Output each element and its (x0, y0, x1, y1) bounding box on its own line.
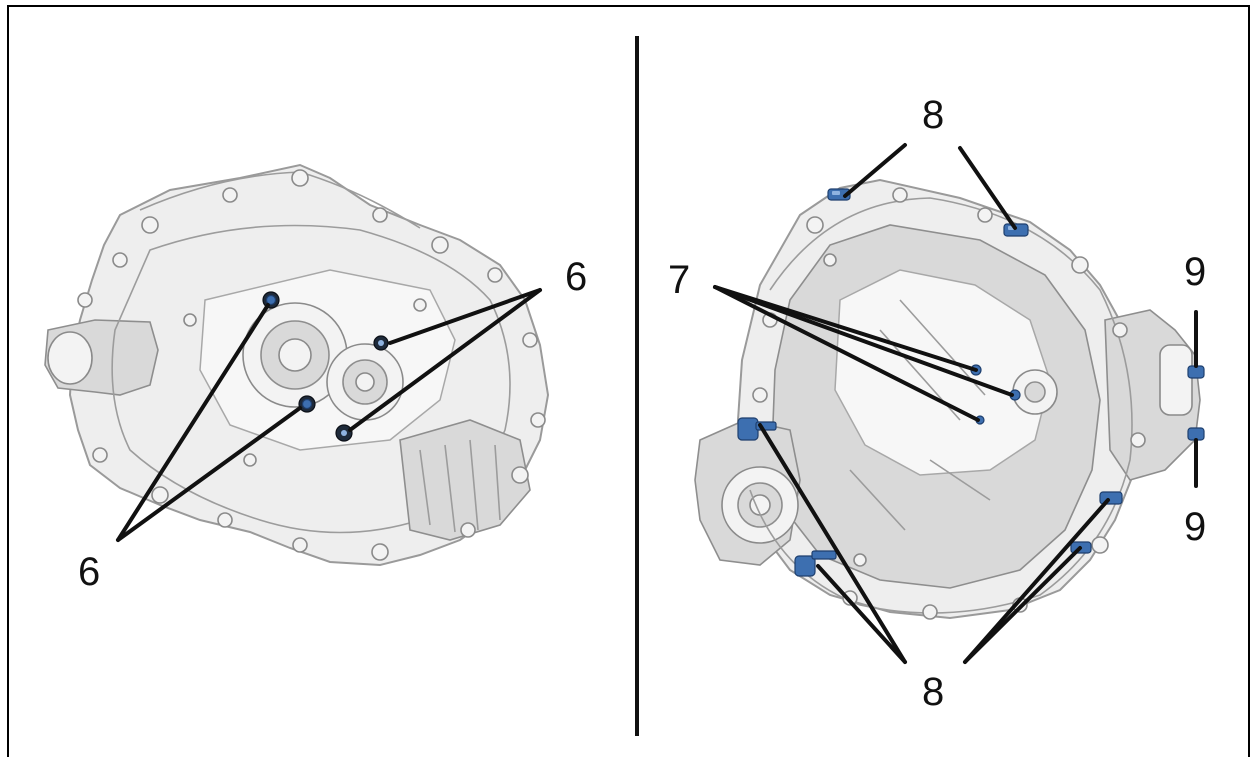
label-9-bottom: 9 (1184, 505, 1206, 549)
bolt-6-upper-right (373, 335, 389, 351)
left-lower-casing (399, 419, 531, 541)
right-actuator-cylinder (1159, 344, 1193, 416)
left-leader-lines (116, 288, 542, 542)
bolt-8-left (737, 417, 777, 441)
left-mount-boss (47, 331, 93, 385)
right-input-hole (1024, 381, 1046, 403)
left-perimeter-bosses (77, 169, 546, 561)
right-inner-ribs (849, 299, 991, 531)
bolt-6-lower-left (298, 395, 316, 413)
left-lower-ribs (419, 439, 501, 533)
right-flange-rim (749, 197, 1133, 614)
label-7: 7 (668, 258, 690, 302)
label-6-bottom-left: 6 (78, 550, 100, 594)
right-perimeter-bosses (752, 187, 1146, 620)
right-callout-9-bolts (1187, 365, 1205, 441)
label-8-top: 8 (922, 93, 944, 137)
right-inner-web (834, 269, 1051, 476)
right-leader-lines (713, 143, 1198, 664)
left-shaft-inner (355, 372, 375, 392)
label-6-top-right: 6 (565, 255, 587, 299)
bolt-8-bottom-right-upper (1099, 491, 1123, 505)
left-bearing-inner (278, 338, 312, 372)
label-9-top: 9 (1184, 250, 1206, 294)
bolt-6-lower-right (335, 424, 353, 442)
label-8-bottom: 8 (922, 670, 944, 714)
bolt-8-bottom-left (794, 550, 837, 577)
bolt-8-top-right (1003, 223, 1029, 237)
frame-border (7, 5, 1250, 757)
left-gearbox-housing (44, 163, 550, 567)
right-gearbox-housing (694, 178, 1205, 620)
left-callout-bolts (262, 291, 389, 442)
